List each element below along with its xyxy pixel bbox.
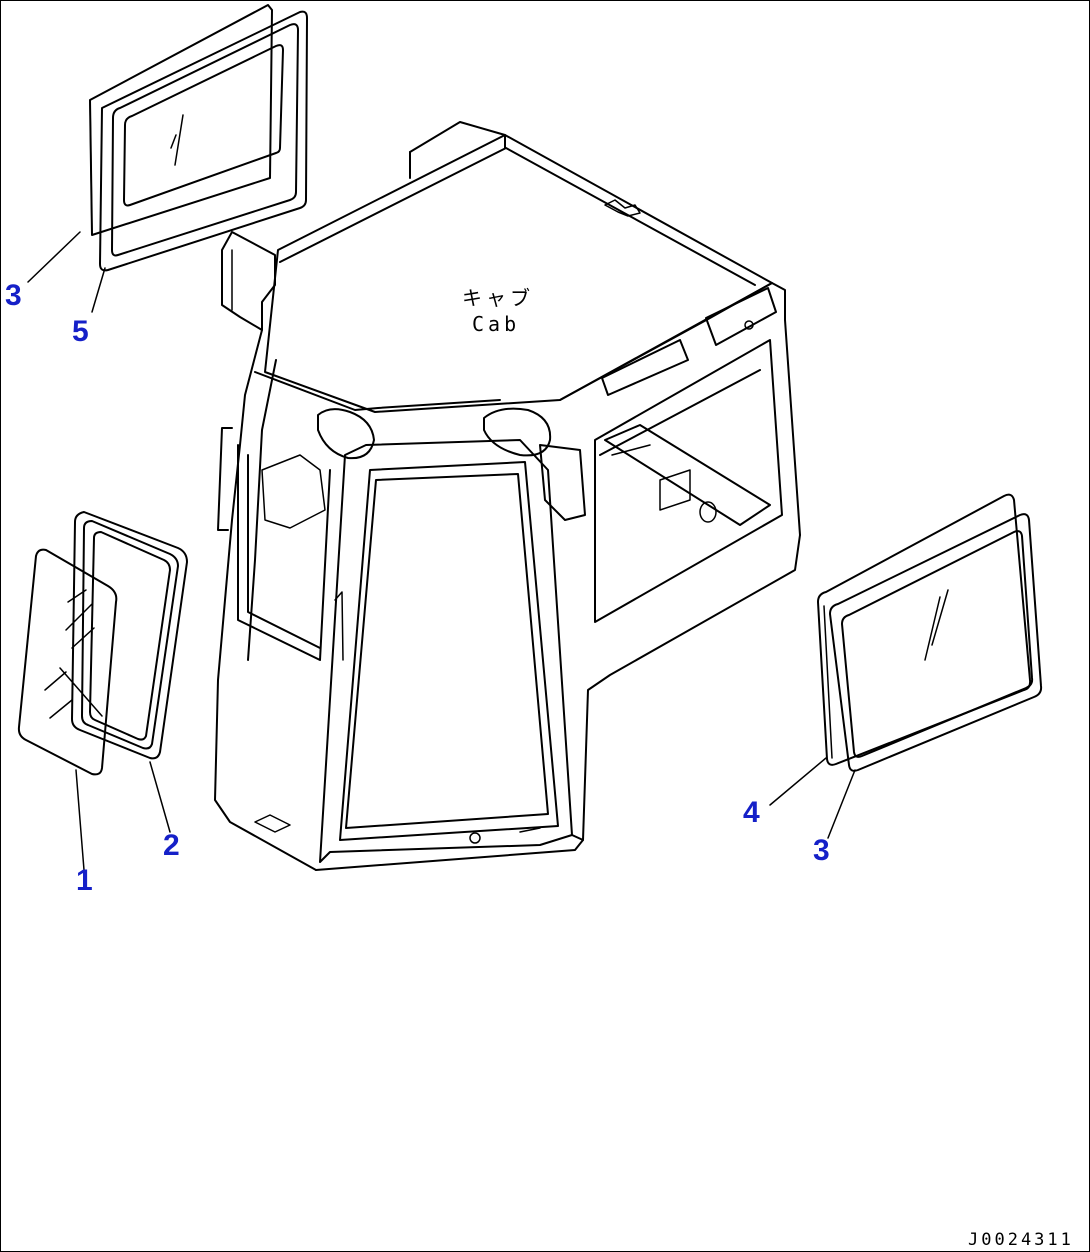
- cab-label-jp: キャブ: [462, 286, 534, 310]
- callout-2: 2: [163, 829, 180, 862]
- cab-body: [214, 121, 801, 871]
- front-glass: [17, 548, 118, 776]
- front-glass-seal: [71, 511, 188, 760]
- leader-5: [91, 267, 106, 313]
- upper-left-window-seal: [89, 4, 273, 236]
- leader-lines: [27, 231, 856, 871]
- callout-3-upper: 3: [5, 279, 22, 312]
- leader-1: [75, 769, 85, 871]
- leader-3-upper: [27, 231, 81, 283]
- document-id: J0024311: [968, 1230, 1074, 1250]
- callout-1: 1: [76, 864, 93, 897]
- cab-label-en: Cab: [472, 312, 521, 336]
- right-window-seal: [817, 493, 1032, 766]
- callout-5: 5: [72, 315, 89, 348]
- upper-left-window-glass: [99, 10, 308, 272]
- right-window-glass: [829, 513, 1043, 772]
- callout-4: 4: [743, 796, 760, 829]
- leader-3-right: [827, 769, 856, 839]
- leader-2: [149, 761, 171, 833]
- leader-4: [769, 757, 827, 806]
- callout-3-right: 3: [813, 834, 830, 867]
